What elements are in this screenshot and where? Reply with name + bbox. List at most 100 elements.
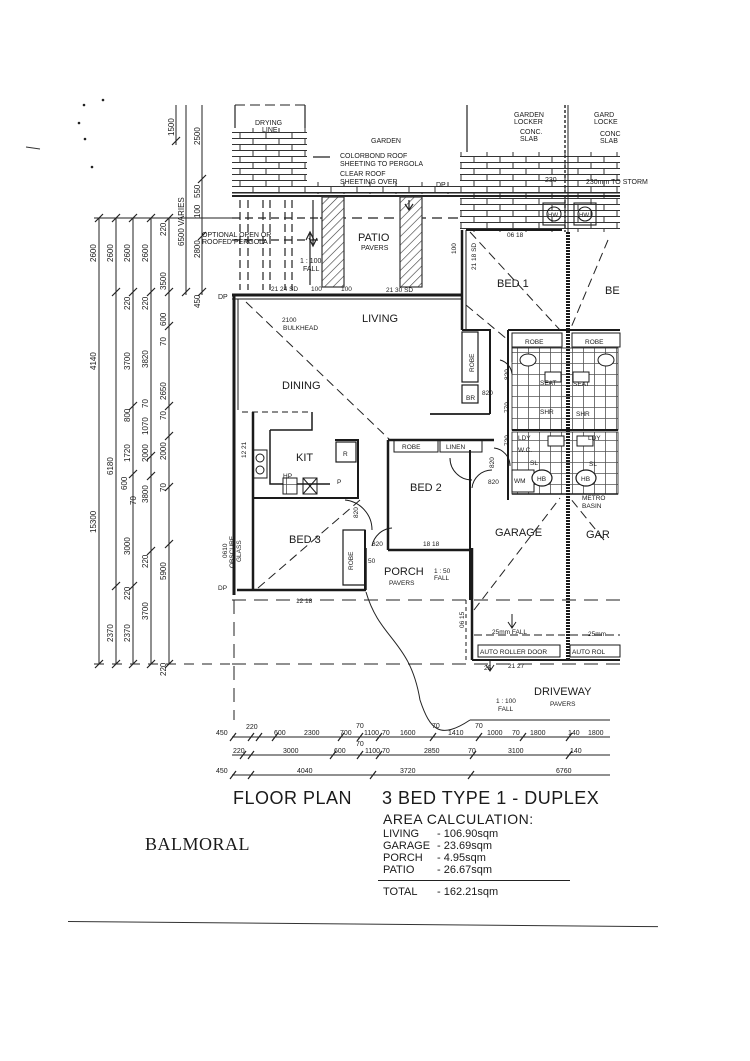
svg-text:CLEAR ROOF: CLEAR ROOF [340,171,386,178]
svg-text:50: 50 [368,558,376,565]
svg-text:600: 600 [334,748,346,755]
bottom-dimension-labels: 450 220 600 2300 700 70 1100 70 1600 70 … [216,723,604,775]
dim-label: 220 [159,222,168,236]
svg-text:25mm: 25mm [588,631,606,638]
svg-text:DRYING: DRYING [255,120,282,127]
svg-text:SHEETING OVER: SHEETING OVER [340,179,398,186]
svg-text:21 27: 21 27 [508,663,525,670]
svg-text:ROBE: ROBE [348,551,355,570]
svg-text:1800: 1800 [530,730,546,737]
svg-text:SHR: SHR [576,411,590,418]
svg-text:3720: 3720 [400,768,416,775]
svg-text:820: 820 [489,457,496,468]
garden-labels: DRYING LINE GARDEN COLORBOND ROOF SHEETI… [202,112,648,301]
dim-label: 2600 [106,244,115,262]
area-row-living: LIVING- 106.90sqm [383,828,498,840]
dim-label: 15300 [89,510,98,533]
svg-text:BR: BR [466,395,475,402]
svg-text:GARDEN: GARDEN [371,138,401,145]
svg-text:DRIVEWAY: DRIVEWAY [534,686,592,698]
dim-label: 2800 [193,240,202,258]
svg-text:1 : 100: 1 : 100 [496,698,516,705]
dim-label: 600 [159,312,168,326]
left-dimensions [94,105,240,669]
svg-text:21 18 SD: 21 18 SD [471,243,478,270]
svg-text:70: 70 [432,723,440,730]
svg-text:6760: 6760 [556,768,572,775]
svg-text:100: 100 [451,243,458,254]
svg-text:FALL: FALL [434,575,450,582]
svg-text:70: 70 [356,741,364,748]
area-label: GARAGE [383,840,431,852]
svg-text:820: 820 [482,390,493,397]
svg-text:70: 70 [356,723,364,730]
svg-text:DP: DP [436,182,446,189]
svg-text:2300: 2300 [304,730,320,737]
svg-text:LOCKER: LOCKER [514,119,543,126]
svg-text:100: 100 [311,286,322,293]
area-label: PATIO [383,864,415,876]
room-labels: LIVING DINING KIT BED 1 BE BED 2 BED 3 G… [282,278,620,698]
svg-text:600: 600 [274,730,286,737]
dim-label: 2000 [141,444,150,462]
svg-text:METRO: METRO [582,495,605,502]
svg-text:ROBE: ROBE [585,339,604,346]
dim-label: 6180 [106,457,115,475]
area-value: - 26.67sqm [437,864,493,876]
svg-text:BASIN: BASIN [582,503,602,510]
svg-text:R: R [343,451,348,458]
svg-text:770: 770 [504,402,511,413]
svg-text:PORCH: PORCH [384,566,424,578]
svg-text:ROBE: ROBE [469,353,476,372]
dim-label: 1070 [141,417,150,435]
svg-text:AUTO ROLLER DOOR: AUTO ROLLER DOOR [480,649,547,656]
dim-label: 220 [141,554,150,568]
svg-text:GARAGE: GARAGE [495,527,542,539]
dim-label: 70 [141,399,150,408]
svg-text:4040: 4040 [297,768,313,775]
svg-text:1410: 1410 [448,730,464,737]
dim-label: 220 [141,296,150,310]
area-row-total: TOTAL- 162.21sqm [383,886,498,898]
svg-text:LINEN: LINEN [446,444,465,451]
area-value: - 106.90sqm [437,828,499,840]
dim-label: 1500 [167,118,176,136]
svg-text:2850: 2850 [424,748,440,755]
area-value: - 23.69sqm [437,840,493,852]
svg-text:820: 820 [504,369,511,380]
dim-label: 2000 [159,442,168,460]
svg-text:1100: 1100 [364,730,379,737]
svg-text:25: 25 [484,665,492,672]
project-name: BALMORAL [145,834,251,854]
svg-text:ROBE: ROBE [402,444,421,451]
dim-label: 4140 [89,352,98,370]
pergola [232,156,460,290]
dim-label: 2600 [141,244,150,262]
svg-text:CONC.: CONC. [520,129,543,136]
svg-text:140: 140 [570,748,582,755]
svg-text:BED 1: BED 1 [497,278,529,290]
svg-text:SHR: SHR [540,409,554,416]
svg-text:100: 100 [341,286,352,293]
svg-text:21 30 SD: 21 30 SD [386,287,413,294]
area-total-divider [378,880,570,881]
svg-text:GAR: GAR [586,529,610,541]
area-total-label: TOTAL [383,886,418,898]
svg-text:SLAB: SLAB [520,136,538,143]
svg-text:BULKHEAD: BULKHEAD [283,325,318,332]
site-boundary [232,599,620,720]
svg-text:BED 3: BED 3 [289,534,321,546]
area-row-porch: PORCH- 4.95sqm [383,852,486,864]
dim-label: 70 [159,337,168,346]
svg-text:ROOFED PERGOLA: ROOFED PERGOLA [202,239,268,246]
dim-label: 5900 [159,562,168,580]
svg-text:W.C.: W.C. [518,447,532,454]
svg-text:OPTIONAL OPEN OR: OPTIONAL OPEN OR [202,232,271,239]
path-curve [365,591,471,731]
dim-label: 3820 [141,350,150,368]
svg-text:1800: 1800 [588,730,604,737]
dim-label: 2650 [159,382,168,400]
svg-text:700: 700 [340,730,352,737]
svg-text:WM: WM [514,478,526,485]
dim-label: 550 [193,184,202,198]
